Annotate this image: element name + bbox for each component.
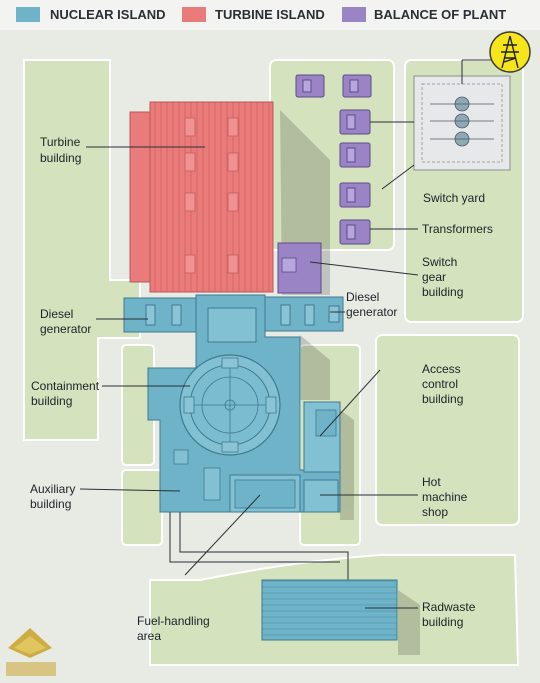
radwaste-building bbox=[261, 579, 398, 641]
legend: NUCLEAR ISLAND TURBINE ISLAND BALANCE OF… bbox=[0, 0, 540, 30]
legend-label-bop: BALANCE OF PLANT bbox=[374, 7, 506, 22]
diesel-generators bbox=[123, 296, 344, 333]
label-switch-yard: Switch yard bbox=[423, 191, 485, 205]
legend-swatch-nuclear bbox=[16, 7, 40, 22]
nuclear-island-complex bbox=[147, 294, 341, 513]
switch-yard bbox=[413, 75, 511, 171]
turbine-building bbox=[129, 101, 274, 293]
leader-lines bbox=[79, 146, 419, 609]
legend-swatch-bop bbox=[342, 7, 366, 22]
transformers bbox=[295, 74, 372, 245]
legend-swatch-turbine bbox=[182, 7, 206, 22]
transmission-tower-icon bbox=[489, 31, 531, 73]
switch-gear-building bbox=[277, 242, 322, 294]
arab-defense-forum-logo bbox=[6, 628, 56, 676]
legend-label-turbine: TURBINE ISLAND bbox=[215, 7, 325, 22]
label-transformers: Transformers bbox=[422, 222, 493, 236]
containment-dome bbox=[179, 354, 281, 456]
pipe-routes bbox=[169, 512, 349, 580]
legend-label-nuclear: NUCLEAR ISLAND bbox=[50, 7, 166, 22]
